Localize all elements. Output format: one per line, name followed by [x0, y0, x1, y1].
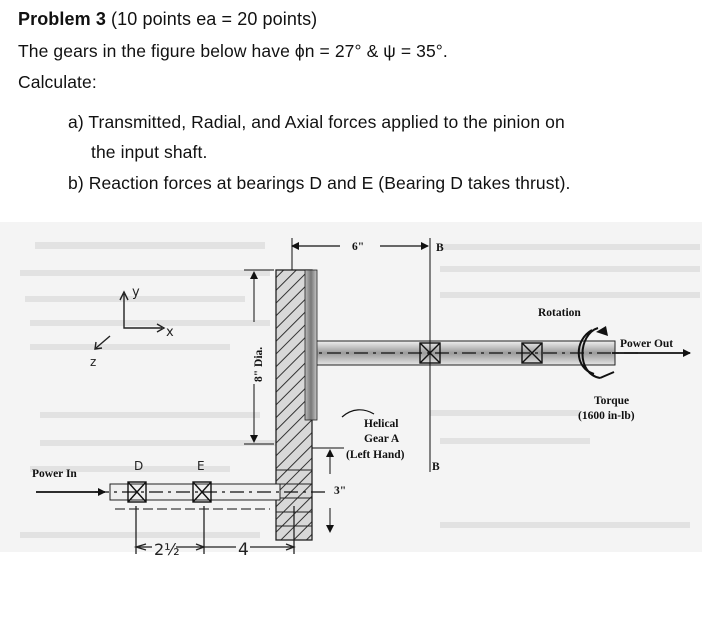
gear-shaft-figure: 6" B B Rotation Power Out Torque (1600 i…	[0, 222, 702, 560]
gear-a-label-2: Gear A	[364, 433, 400, 445]
bearing-c	[521, 342, 543, 364]
problem-points: (10 points ea = 20 points)	[111, 9, 318, 29]
gear-leader	[341, 409, 375, 418]
gear-a-teeth	[276, 469, 312, 527]
rotation-arrow	[577, 327, 615, 379]
gear-diameter-label: 8" Dia.	[253, 347, 265, 382]
calculate-label: Calculate:	[18, 72, 97, 92]
power-in-label: Power In	[32, 468, 77, 480]
torque-value-label: (1600 in-lb)	[578, 410, 635, 422]
axis-z-label: z	[90, 355, 96, 369]
gear-a-label-1: Helical	[364, 418, 399, 430]
hand-dimensions	[133, 506, 296, 554]
rotation-arrowhead	[596, 326, 608, 336]
bearing-e-label: E	[197, 459, 205, 473]
gear-a-hub	[304, 269, 318, 421]
bearing-e	[192, 481, 212, 503]
hand-dim-left-label: 2½	[154, 540, 180, 559]
dim-3in-label: 3"	[334, 485, 346, 497]
problem-statement: The gears in the figure below have ϕn = …	[18, 41, 448, 61]
hand-dim-right-label: 4	[238, 540, 249, 560]
bearing-b-bottom-label: B	[432, 461, 440, 473]
gear-a-label-3: (Left Hand)	[346, 449, 405, 461]
axis-x-label: x	[166, 325, 174, 340]
bearing-d	[127, 481, 147, 503]
part-a-line-1: a) Transmitted, Radial, and Axial forces…	[68, 112, 565, 132]
axis-y-label: y	[132, 285, 140, 300]
rotation-label: Rotation	[538, 307, 581, 319]
part-a-line-2: the input shaft.	[91, 142, 208, 162]
torque-label: Torque	[594, 395, 629, 407]
bearing-d-label: D	[134, 459, 143, 473]
problem-title: Problem 3 (10 points ea = 20 points)	[18, 8, 317, 30]
faded-background-text	[20, 242, 700, 538]
power-out-label: Power Out	[620, 338, 673, 350]
bearing-b-top-label: B	[436, 242, 444, 254]
dim-6in-label: 6"	[352, 241, 364, 253]
axis-sketch	[94, 290, 166, 350]
part-b: b) Reaction forces at bearings D and E (…	[68, 173, 571, 193]
problem-number: Problem 3	[18, 9, 106, 29]
